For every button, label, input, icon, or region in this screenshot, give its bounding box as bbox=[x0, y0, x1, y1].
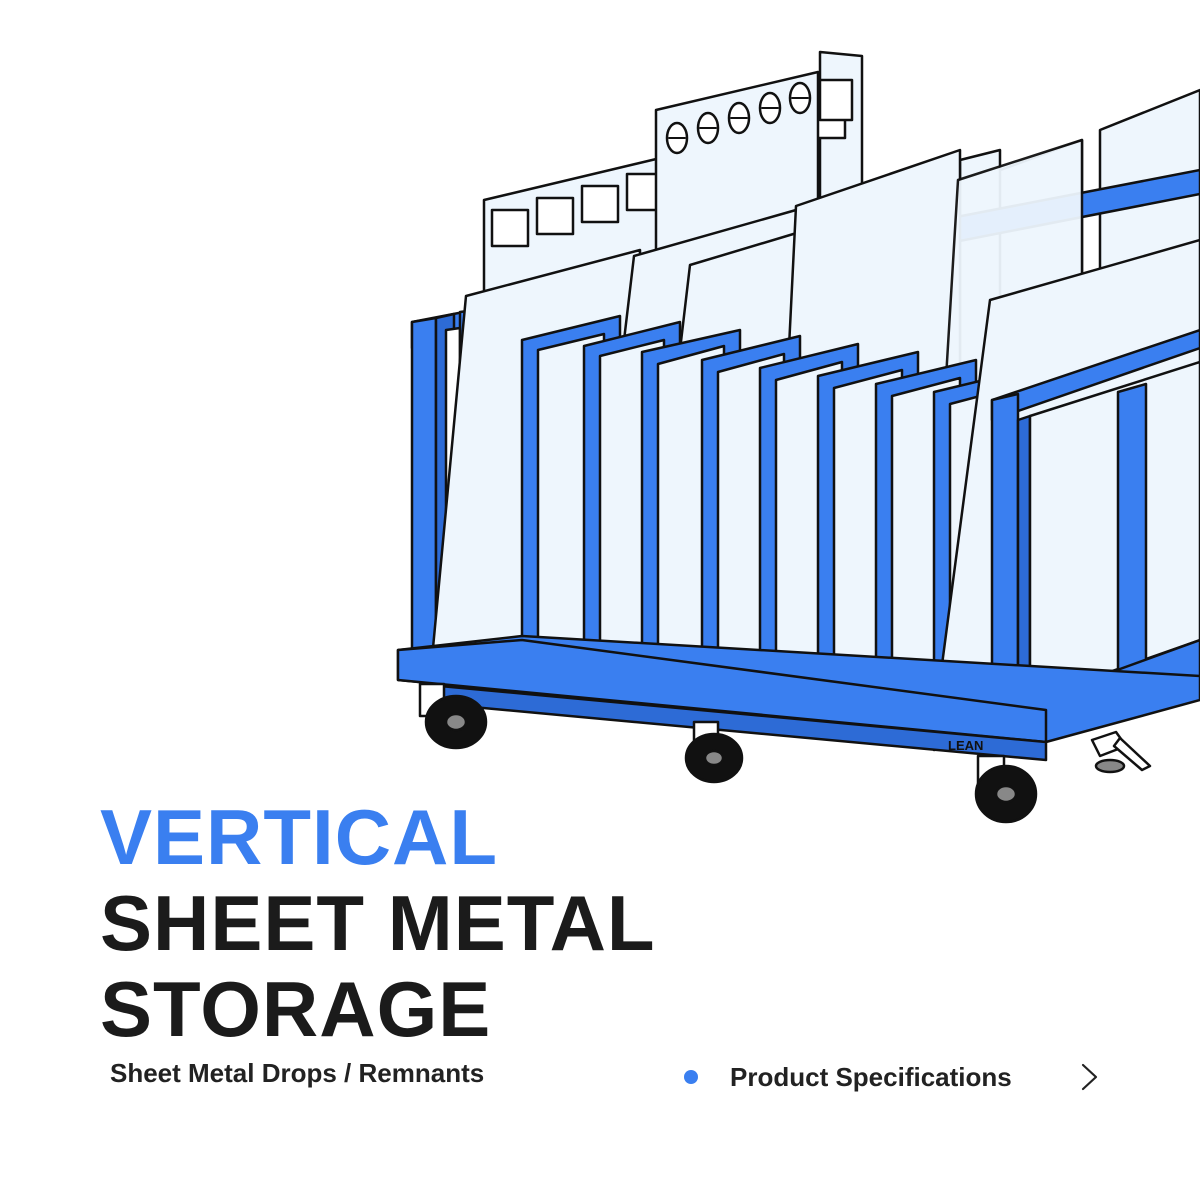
floor-lock-icon bbox=[1090, 730, 1152, 774]
chevron-right-icon[interactable] bbox=[1074, 1062, 1104, 1092]
caster-wheel-icon bbox=[418, 682, 1038, 824]
product-specifications-label: Product Specifications bbox=[730, 1061, 1012, 1092]
title-accent: VERTICAL bbox=[100, 793, 498, 881]
subtitle: Sheet Metal Drops / Remnants bbox=[110, 1058, 485, 1088]
title-line-2: SHEET METAL bbox=[100, 879, 656, 967]
brand-logo: LEAN bbox=[948, 738, 983, 753]
dot-icon bbox=[684, 1070, 698, 1084]
title-line-3: STORAGE bbox=[100, 965, 492, 1053]
product-specifications-link[interactable]: Product Specifications bbox=[680, 1052, 1120, 1102]
